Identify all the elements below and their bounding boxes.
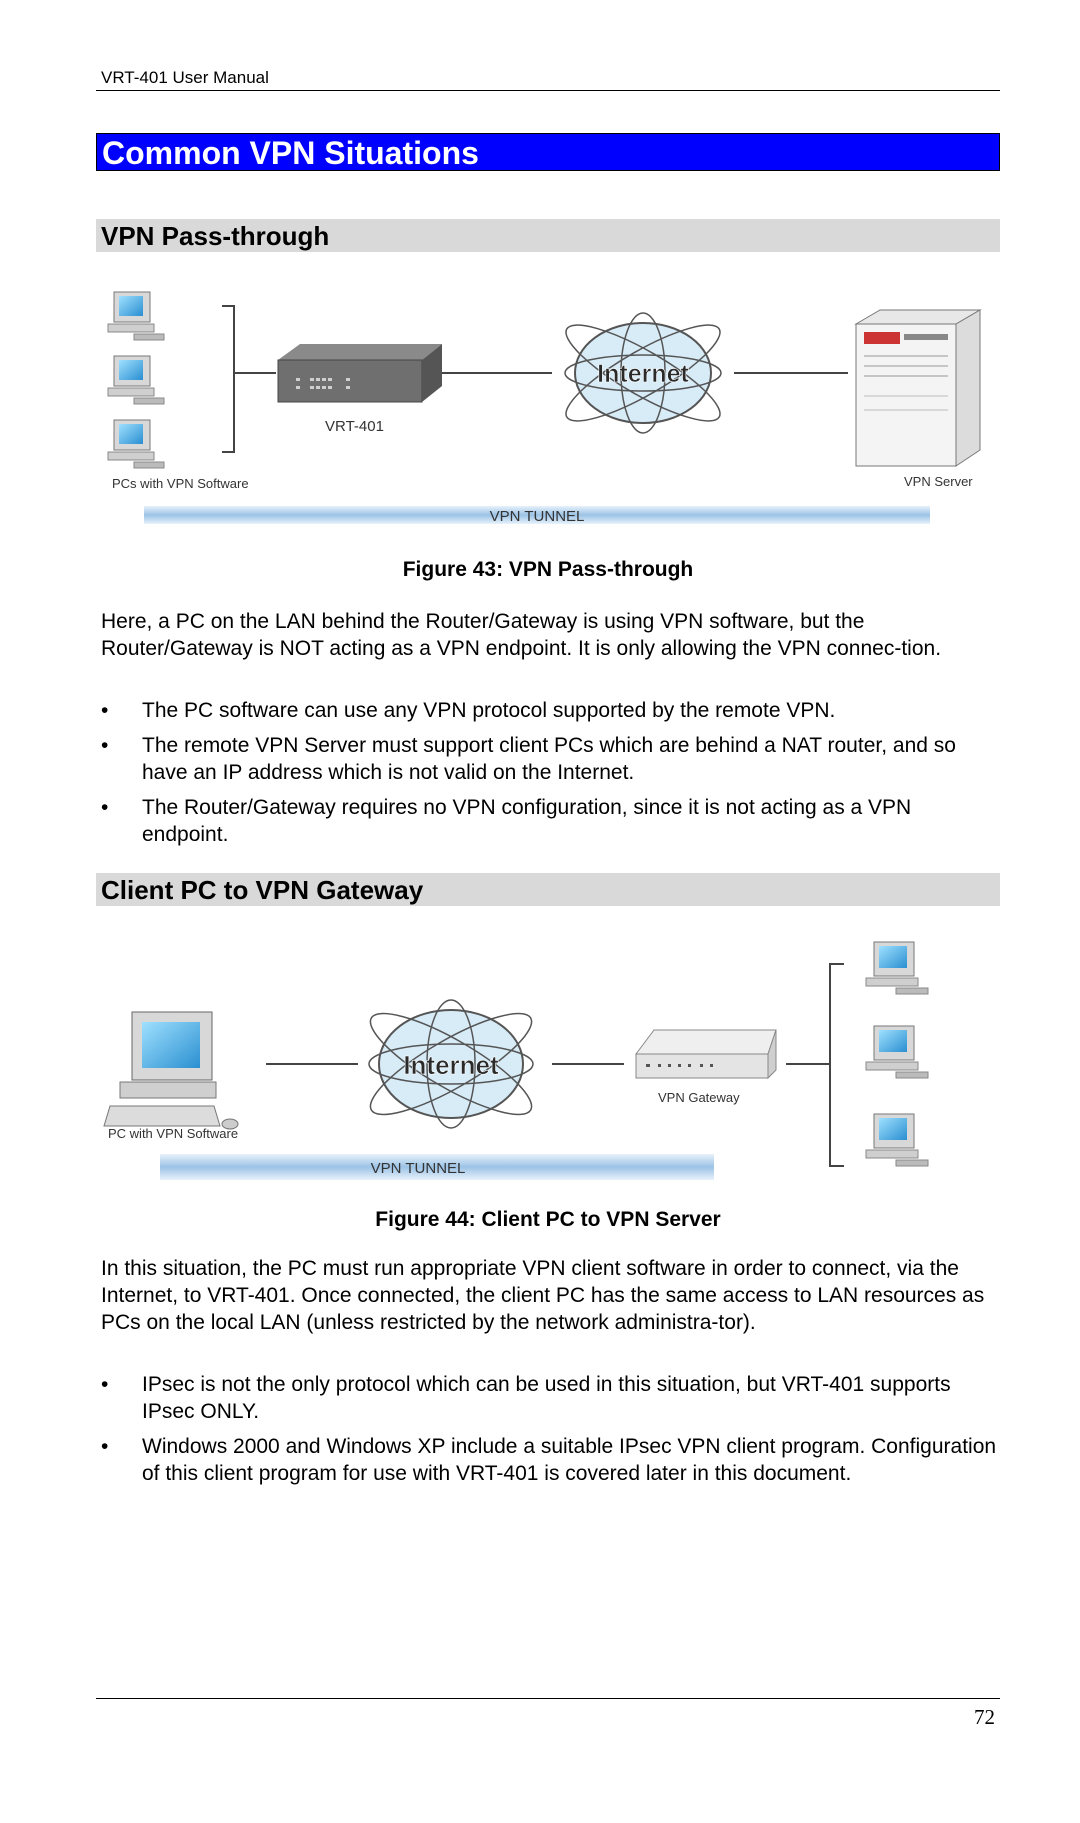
passthrough-paragraph: Here, a PC on the LAN behind the Router/…	[101, 610, 942, 660]
list-item: • The remote VPN Server must support cli…	[101, 732, 999, 786]
bullet-text: IPsec is not the only protocol which can…	[142, 1373, 951, 1423]
bullet-text: The Router/Gateway requires no VPN confi…	[142, 796, 912, 846]
list-item: • The PC software can use any VPN protoc…	[101, 697, 999, 724]
bullet-glyph: •	[101, 699, 109, 722]
bullet-glyph: •	[101, 1435, 109, 1458]
list-item: • IPsec is not the only protocol which c…	[101, 1371, 999, 1425]
pc-icon	[107, 355, 165, 405]
vpn-server-icon	[854, 309, 982, 467]
heading-vpn-passthrough: VPN Pass-through	[96, 219, 1000, 252]
pc-icon	[865, 1113, 929, 1167]
bullet-text: The remote VPN Server must support clien…	[142, 734, 956, 784]
heading-client-text: Client PC to VPN Gateway	[101, 875, 424, 905]
footer-rule	[96, 1698, 1000, 1699]
tunnel-label: VPN TUNNEL	[490, 508, 585, 525]
internet-label: Internet	[403, 1050, 499, 1080]
lan-bracket	[222, 305, 235, 453]
client-paragraph: In this situation, the PC must run appro…	[101, 1257, 985, 1334]
bullet-glyph: •	[101, 1373, 109, 1396]
gateway-label: VPN Gateway	[658, 1090, 740, 1105]
bullet-glyph: •	[101, 796, 109, 819]
pcs-label: PCs with VPN Software	[112, 476, 249, 491]
running-header: VRT-401 User Manual	[101, 68, 269, 87]
pc-icon	[865, 1025, 929, 1079]
figure-44-caption: Figure 44: Client PC to VPN Server	[375, 1208, 721, 1231]
heading-vpn-passthrough-text: VPN Pass-through	[101, 221, 330, 251]
router-label: VRT-401	[325, 418, 384, 435]
pc-icon	[107, 291, 165, 341]
pc-icon	[865, 941, 929, 995]
figure-44-diagram: PC with VPN Software Internet VPN Gatewa…	[103, 941, 929, 1180]
list-item: • The Router/Gateway requires no VPN con…	[101, 794, 999, 848]
internet-globe-icon	[564, 312, 722, 434]
pc-icon	[107, 419, 165, 469]
vpn-tunnel-bar	[144, 506, 930, 524]
router-icon	[277, 344, 442, 403]
figure-43-caption: Figure 43: VPN Pass-through	[402, 558, 694, 581]
server-label: VPN Server	[904, 474, 973, 489]
section-title: Common VPN Situations	[102, 135, 479, 171]
figure-43-diagram: PCs with VPN Software VRT-401 In	[107, 291, 982, 525]
bullet-text: Windows 2000 and Windows XP include a su…	[142, 1435, 997, 1485]
list-item: • Windows 2000 and Windows XP include a …	[101, 1433, 999, 1514]
bullet-text: The PC software can use any VPN protocol…	[142, 699, 836, 722]
internet-label: Internet	[597, 360, 689, 388]
page-number: 72	[974, 1705, 995, 1729]
heading-client-pc-to-vpn-gateway: Client PC to VPN Gateway	[96, 873, 1000, 906]
bullet-glyph: •	[101, 734, 109, 757]
vpn-tunnel-bar	[160, 1154, 714, 1180]
vpn-gateway-icon	[635, 1029, 777, 1080]
client-pc-label: PC with VPN Software	[108, 1126, 238, 1141]
section-title-bar: Common VPN Situations	[96, 133, 1000, 171]
lan-bracket	[829, 963, 844, 1167]
internet-globe-icon	[368, 999, 534, 1129]
header-rule	[96, 90, 1000, 91]
tunnel-label: VPN TUNNEL	[371, 1160, 466, 1177]
client-pc-icon	[103, 1011, 239, 1130]
